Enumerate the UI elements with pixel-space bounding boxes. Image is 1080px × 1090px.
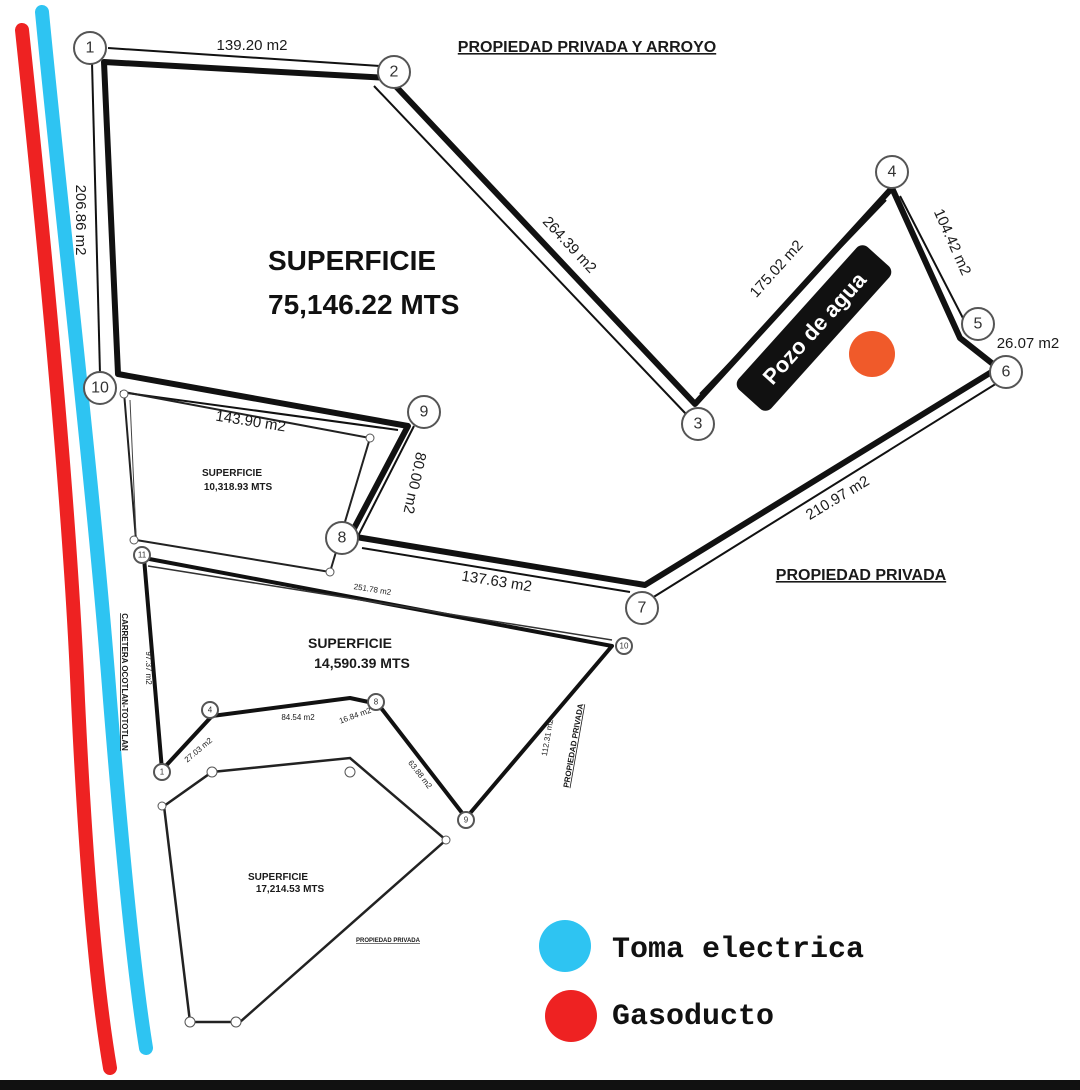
parcel-c-node-11: 11 [133, 546, 151, 564]
gasoducto-line [15, 23, 117, 1075]
node-8: 8 [325, 521, 359, 555]
parcel-c-edge-11-10: 251.78 m2 [353, 582, 392, 597]
svg-text:11: 11 [138, 551, 147, 560]
main-superficie-title: SUPERFICIE [268, 245, 436, 276]
legend-gasoducto-swatch [545, 990, 597, 1042]
parcel-c-superficie-title: SUPERFICIE [308, 635, 392, 651]
parcel-c-node-4: 4 [201, 701, 219, 719]
parcel-b-superficie-title: SUPERFICIE [202, 468, 262, 479]
svg-text:4: 4 [208, 706, 213, 715]
svg-text:2: 2 [390, 64, 399, 81]
svg-text:9: 9 [420, 404, 429, 421]
edge-10-1: 206.86 m2 [72, 185, 89, 256]
svg-text:10: 10 [91, 380, 109, 397]
svg-text:3: 3 [694, 416, 703, 433]
main-dimension-lines [91, 47, 1003, 599]
bottom-border [0, 1080, 1080, 1090]
parcel-d-superficie-value: 17,214.53 MTS [256, 884, 325, 895]
parcel-c-superficie-value: 14,590.39 MTS [314, 655, 410, 671]
svg-text:1: 1 [160, 768, 165, 777]
svg-text:4: 4 [888, 164, 897, 181]
parcel-c-edge-11-1: 97.37 m2 [144, 651, 153, 685]
parcel-c-edge-8-9: 63.88 m2 [406, 759, 434, 791]
svg-text:1: 1 [86, 40, 95, 57]
svg-text:Pozo de agua: Pozo de agua [758, 267, 872, 390]
node-4: 4 [875, 155, 909, 189]
legend-gasoducto-label: Gasoducto [612, 1000, 774, 1034]
svg-text:8: 8 [338, 530, 347, 547]
pozo-de-agua-badge: Pozo de agua [736, 245, 892, 411]
svg-text:10: 10 [620, 642, 629, 651]
parcel-c-node-8: 8 [367, 693, 385, 711]
node-5: 5 [961, 307, 995, 341]
minor-nodes [119, 389, 451, 1028]
node-2: 2 [377, 55, 411, 89]
label-propiedad-privada-small: PROPIEDAD PRIVADA [356, 938, 421, 944]
parcel-c-edge-9-10: 112.31 m2 [540, 718, 555, 757]
parcel-c-node-1: 1 [153, 763, 171, 781]
node-9: 9 [407, 395, 441, 429]
parcel-d-superficie-title: SUPERFICIE [248, 872, 308, 883]
parcel-c-dim-top [147, 565, 613, 641]
svg-text:8: 8 [374, 698, 379, 707]
main-parcel-boundary [101, 59, 1001, 588]
parcel-b-dim-left [129, 399, 137, 536]
toma-electrica-line [35, 5, 153, 1055]
label-propiedad-privada-vertical: PROPIEDAD PRIVADA [562, 703, 586, 789]
edge-9-10: 143.90 m2 [214, 408, 287, 436]
node-10: 10 [83, 371, 117, 405]
parcel-c-edge-4-8: 84.54 m2 [281, 713, 315, 722]
svg-text:7: 7 [638, 600, 647, 617]
node-1: 1 [73, 31, 107, 65]
parcel-b-superficie-value: 10,318.93 MTS [204, 482, 273, 493]
edge-8-9: 80.00 m2 [400, 451, 430, 516]
parcel-c-edge-8-b: 16.84 m2 [338, 706, 373, 726]
edge-1-2: 139.20 m2 [217, 37, 288, 54]
legend-toma-electrica-swatch [539, 920, 591, 972]
svg-text:9: 9 [464, 816, 469, 825]
main-superficie-value: 75,146.22 MTS [268, 289, 459, 320]
parcel-c-boundary [142, 556, 614, 820]
legend-toma-electrica-label: Toma electrica [612, 933, 864, 967]
parcel-c-node-9: 9 [457, 811, 475, 829]
edge-7-8: 137.63 m2 [460, 568, 533, 596]
node-7: 7 [625, 591, 659, 625]
pozo-marker [849, 331, 895, 377]
parcel-c-node-10: 10 [615, 637, 633, 655]
label-carretera: CARRETERA OCOTLAN-TOTOTLAN [120, 613, 129, 751]
svg-text:5: 5 [974, 316, 983, 333]
label-propiedad-privada-right: PROPIEDAD PRIVADA [776, 567, 947, 584]
svg-text:6: 6 [1002, 364, 1011, 381]
label-propiedad-privada-arroyo: PROPIEDAD PRIVADA Y ARROYO [458, 39, 716, 56]
node-3: 3 [681, 407, 715, 441]
node-6: 6 [989, 355, 1023, 389]
edge-5-6: 26.07 m2 [997, 335, 1060, 352]
